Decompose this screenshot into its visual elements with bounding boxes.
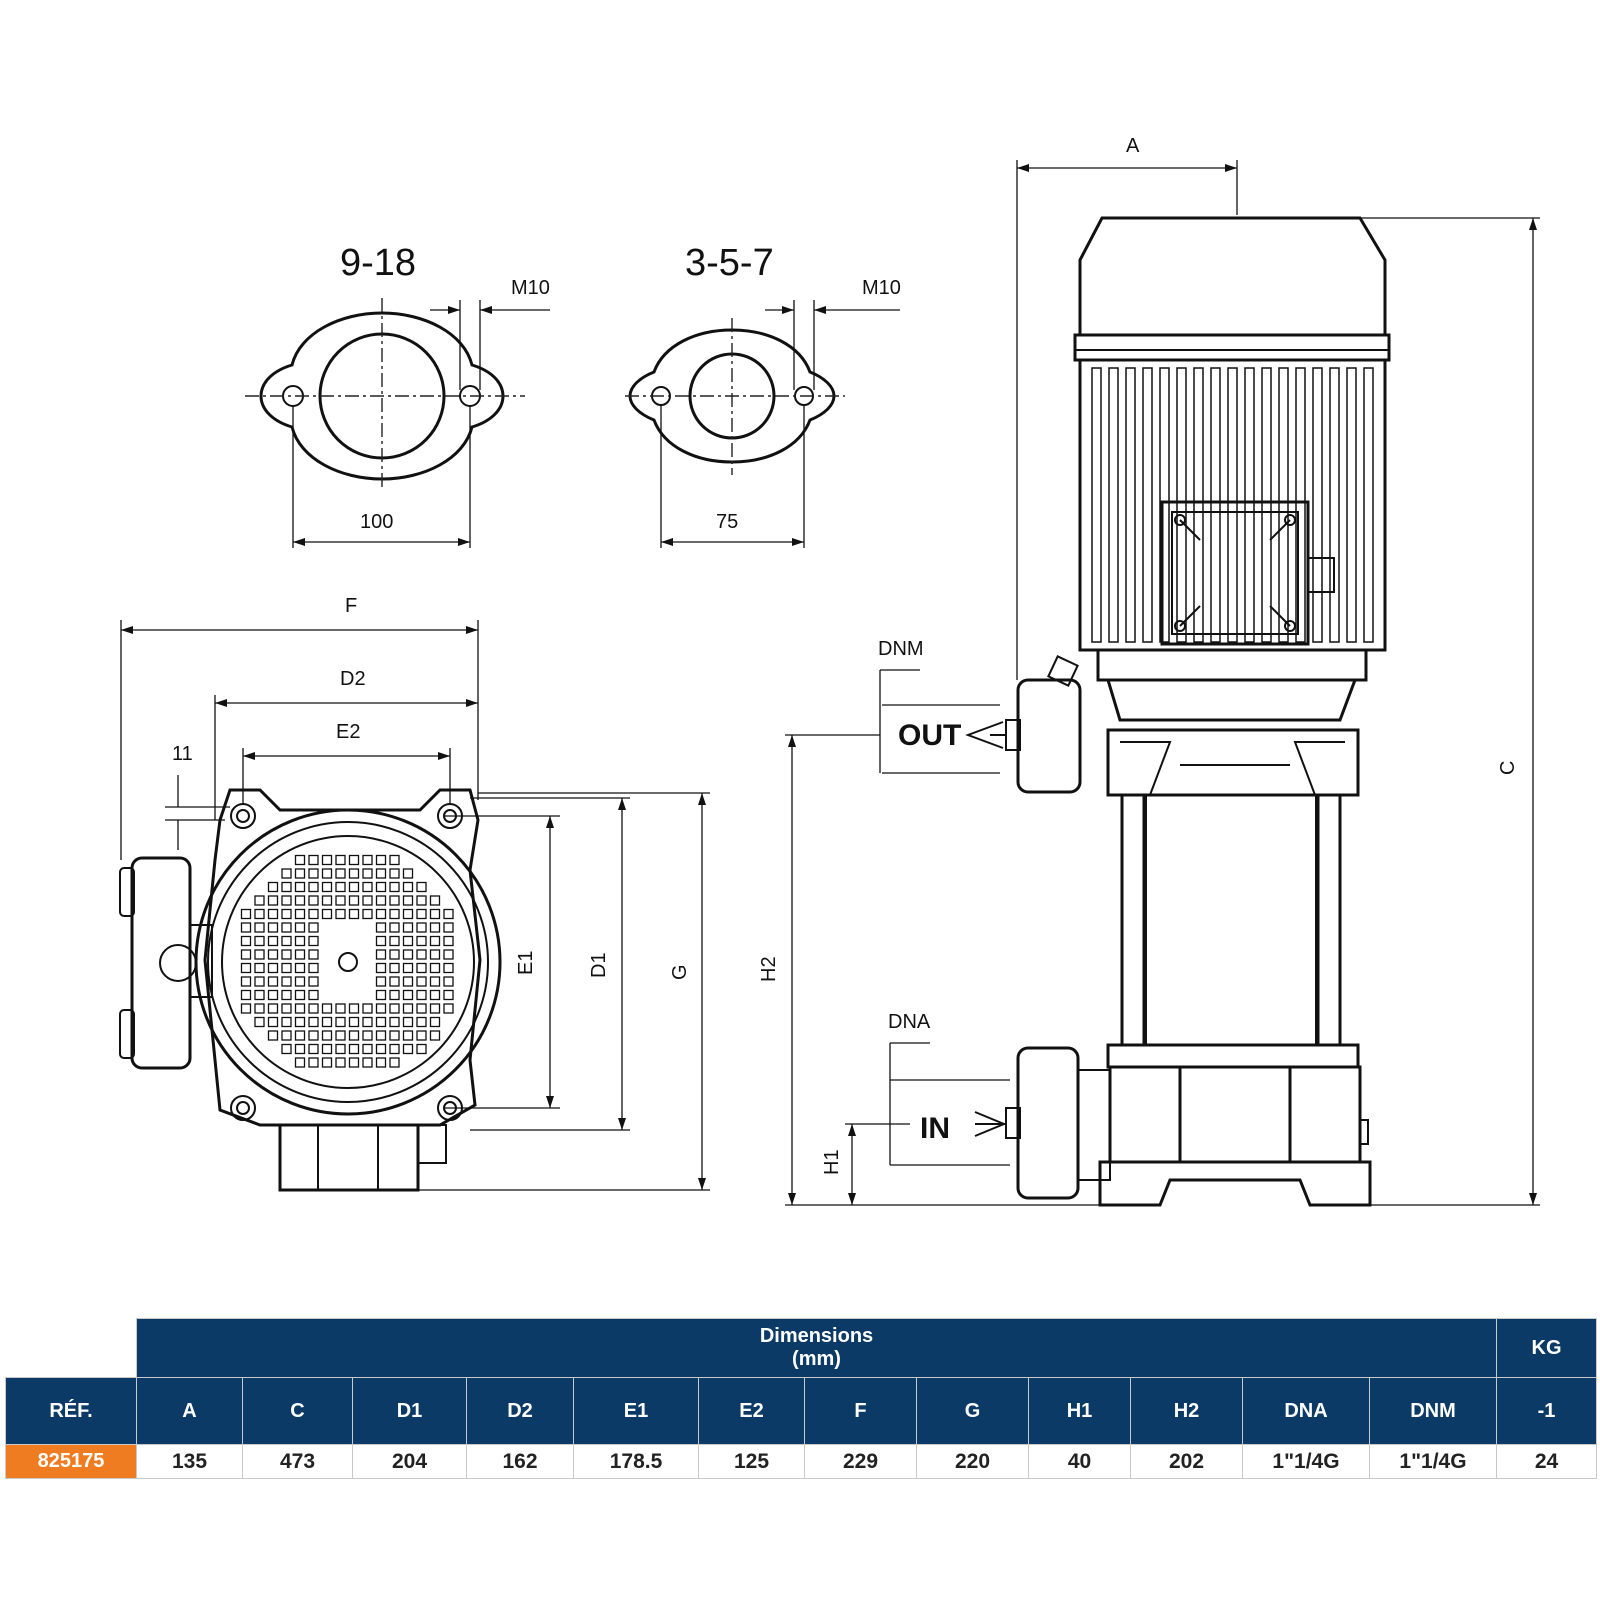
label-D1: D1 bbox=[588, 952, 610, 978]
column-header-row: RÉF. A C D1 D2 E1 E2 F G H1 H2 DNA DNM -… bbox=[5, 1377, 1597, 1445]
label-A: A bbox=[1126, 135, 1140, 157]
dimensions-header-line1: Dimensions bbox=[759, 1325, 874, 1347]
col-header: F bbox=[804, 1377, 917, 1445]
label-C: C bbox=[1497, 761, 1519, 775]
col-header: H1 bbox=[1028, 1377, 1131, 1445]
col-header: DNA bbox=[1242, 1377, 1370, 1445]
col-header: E1 bbox=[573, 1377, 699, 1445]
motor-fins bbox=[1091, 367, 1374, 643]
flange-3-5-7-title: 3-5-7 bbox=[685, 242, 774, 284]
dimensions-table: Dimensions (mm) KG RÉF. A C D1 D2 E1 E2 … bbox=[5, 1318, 1597, 1479]
label-G: G bbox=[669, 964, 691, 980]
table-cell: 135 bbox=[136, 1444, 243, 1479]
flange-9-18-spacing: 100 bbox=[360, 511, 393, 533]
side-view: A C bbox=[758, 135, 1540, 1207]
table-cell: 204 bbox=[352, 1444, 467, 1479]
ref-header: RÉF. bbox=[5, 1377, 137, 1445]
label-in: IN bbox=[920, 1112, 950, 1145]
label-H1: H1 bbox=[821, 1149, 843, 1175]
table-corner bbox=[5, 1318, 137, 1378]
table-cell: 40 bbox=[1028, 1444, 1131, 1479]
flange-3-5-7-spacing: 75 bbox=[716, 511, 738, 533]
flange-3-5-7: 3-5-7 75 M10 bbox=[625, 242, 901, 548]
label-gap-11: 11 bbox=[172, 743, 193, 765]
ref-value: 825175 bbox=[5, 1444, 137, 1479]
flange-9-18-title: 9-18 bbox=[340, 242, 416, 284]
label-E1: E1 bbox=[515, 951, 537, 975]
flange-9-18: 9-18 100 M10 bbox=[245, 242, 550, 548]
table-cell: 1"1/4G bbox=[1369, 1444, 1497, 1479]
kg-header: KG bbox=[1496, 1318, 1597, 1378]
col-header: E2 bbox=[698, 1377, 805, 1445]
label-D2: D2 bbox=[340, 668, 366, 690]
label-E2: E2 bbox=[336, 721, 360, 743]
table-cell: 1"1/4G bbox=[1242, 1444, 1370, 1479]
col-header: H2 bbox=[1130, 1377, 1243, 1445]
flange-9-18-thread: M10 bbox=[511, 277, 550, 299]
table-cell: 202 bbox=[1130, 1444, 1243, 1479]
table-cell: 162 bbox=[466, 1444, 574, 1479]
col-header: C bbox=[242, 1377, 353, 1445]
kg-subheader: -1 bbox=[1496, 1377, 1597, 1445]
table-cell: 473 bbox=[242, 1444, 353, 1479]
col-header: DNM bbox=[1369, 1377, 1497, 1445]
technical-drawing: 9-18 100 M10 3-5-7 75 bbox=[119, 135, 1540, 1207]
col-header: D2 bbox=[466, 1377, 574, 1445]
col-header: D1 bbox=[352, 1377, 467, 1445]
fan-grille bbox=[240, 854, 454, 1068]
label-dna: DNA bbox=[888, 1011, 931, 1033]
table-row: 825175 135 473 204 162 178.5 125 229 220… bbox=[5, 1444, 1597, 1479]
dimensions-header-unit: (mm) bbox=[792, 1348, 841, 1370]
label-H2: H2 bbox=[758, 956, 780, 982]
label-dnm: DNM bbox=[878, 638, 924, 660]
label-F: F bbox=[345, 595, 357, 617]
table-cell: 125 bbox=[698, 1444, 805, 1479]
label-out: OUT bbox=[898, 719, 961, 752]
kg-value: 24 bbox=[1496, 1444, 1597, 1479]
top-view: F D2 E2 11 bbox=[119, 595, 710, 1192]
table-cell: 178.5 bbox=[573, 1444, 699, 1479]
col-header: G bbox=[916, 1377, 1029, 1445]
table-cell: 229 bbox=[804, 1444, 917, 1479]
flange-3-5-7-thread: M10 bbox=[862, 277, 901, 299]
dimensions-group-header: Dimensions (mm) bbox=[136, 1318, 1497, 1378]
col-header: A bbox=[136, 1377, 243, 1445]
table-cell: 220 bbox=[916, 1444, 1029, 1479]
